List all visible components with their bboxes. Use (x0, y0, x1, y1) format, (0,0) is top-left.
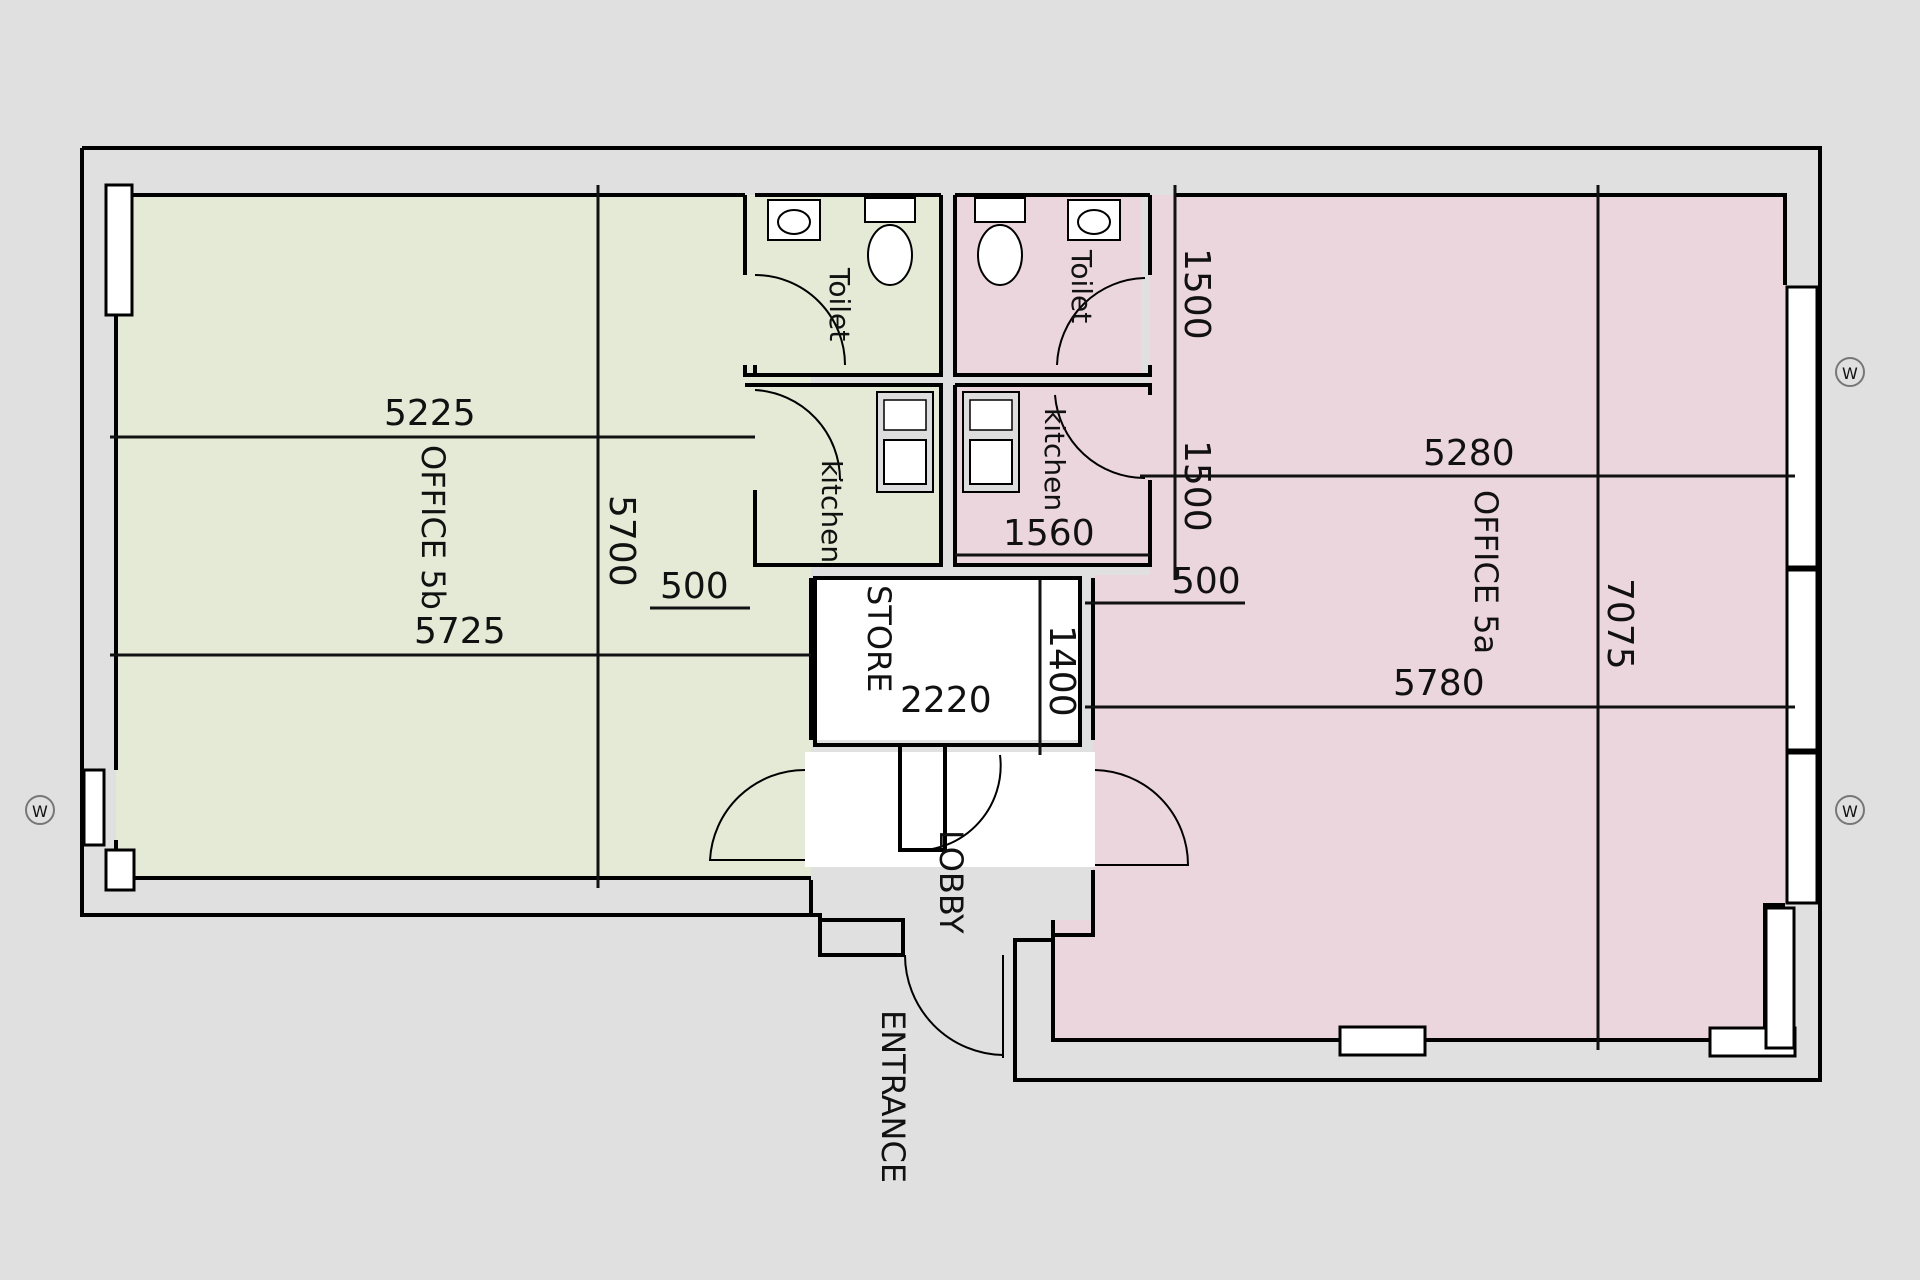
wc-icon (864, 197, 916, 286)
window-mark-left-label: W (32, 802, 48, 821)
door-swing-toilet-right (1056, 277, 1146, 366)
window-mark-right-bottom-label: W (1842, 802, 1858, 821)
dim-5780: 5780 (1393, 663, 1485, 704)
fixtures (767, 197, 1121, 493)
dim-1500-toilet: 1500 (1176, 248, 1217, 340)
toilet-right-walls (953, 195, 1152, 377)
sink-icon (962, 391, 1020, 493)
dim-5725: 5725 (414, 611, 506, 652)
kitchen-left-label: kitchen (815, 460, 848, 563)
windows (82, 183, 1819, 1058)
dim-7075: 7075 (1599, 578, 1640, 670)
interior-walls (743, 195, 1152, 937)
window-icon (1835, 357, 1865, 387)
door-swing-store (904, 754, 1002, 852)
lobby-area (805, 752, 1095, 867)
column-corner (1764, 906, 1796, 1050)
lobby-walls (809, 578, 1095, 937)
right-outer-wall (1013, 290, 1822, 1082)
window-icon (25, 795, 55, 825)
dim-5700: 5700 (601, 495, 642, 587)
dim-1560: 1560 (1003, 513, 1095, 554)
lobby-label: LOBBY (932, 830, 970, 934)
window-left-top (104, 183, 134, 317)
column-bottom-left (104, 848, 136, 892)
window-mark-right-top: W (1835, 357, 1865, 387)
wc-icon (974, 197, 1026, 286)
toilet-left-walls (743, 195, 943, 377)
top-inner-wall (116, 193, 1787, 285)
dim-5280: 5280 (1423, 433, 1515, 474)
window-mark-right-bottom: W (1835, 795, 1865, 825)
door-swing-toilet-left (754, 274, 846, 366)
door-swing-lobby-left (708, 768, 806, 861)
dim-1400: 1400 (1041, 625, 1082, 717)
store-label: STORE (860, 585, 898, 693)
window-mark-left: W (25, 795, 55, 825)
window-mark-right-top-label: W (1842, 364, 1858, 383)
toilet-right-label: Toilet (1065, 249, 1098, 323)
door-swing-entrance (904, 954, 1004, 1056)
door-swing-kitchen-right (1054, 394, 1146, 480)
kitchen-right-label: kitchen (1038, 408, 1071, 511)
toilet-left-label: Toilet (823, 267, 856, 341)
office-5a-label: OFFICE 5a (1467, 490, 1505, 654)
dimension-lines (110, 185, 1795, 1050)
window-right-2 (1785, 568, 1819, 752)
dim-500-left: 500 (660, 566, 729, 607)
window-right-3 (1785, 751, 1819, 905)
window-bottom (1338, 1025, 1427, 1057)
dim-500-right: 500 (1172, 561, 1241, 602)
office-5a-area (1053, 195, 1785, 1040)
window-right-1 (1785, 285, 1819, 569)
door-swing-kitchen-left (754, 389, 842, 481)
office-5b-label: OFFICE 5b (414, 445, 452, 610)
dim-5225: 5225 (384, 393, 476, 434)
dim-2220: 2220 (900, 680, 992, 721)
entrance-label: ENTRANCE (874, 1010, 912, 1183)
kitchen-right-walls (953, 383, 1152, 567)
window-left-bottom (82, 768, 106, 847)
door-swing-lobby-right (1094, 769, 1190, 866)
doors (708, 274, 1190, 1058)
washbasin-icon (767, 199, 821, 241)
window-icon (1835, 795, 1865, 825)
sink-icon (876, 391, 934, 493)
store-walls (813, 576, 1082, 747)
outer-wall-left-building (80, 146, 1822, 957)
office-5b-area (116, 195, 811, 878)
washbasin-icon (1067, 199, 1121, 241)
store-area (815, 580, 1080, 740)
kitchen-left-walls (745, 383, 943, 567)
dim-1500-kitchen: 1500 (1176, 440, 1217, 532)
